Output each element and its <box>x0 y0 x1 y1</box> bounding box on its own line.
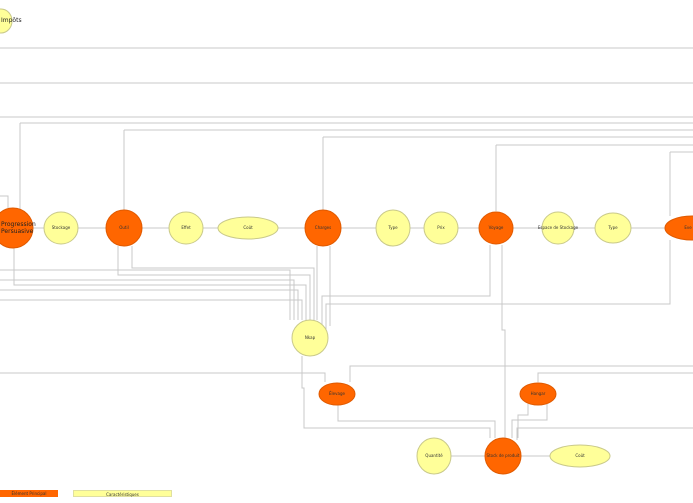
node-effet[interactable]: Effet <box>168 211 204 245</box>
node-label: Eve <box>684 225 692 230</box>
node-type-1[interactable]: Type <box>375 209 411 247</box>
node-elevage[interactable]: Élevage <box>318 382 356 406</box>
node-label: Charges <box>315 225 331 230</box>
node-prix[interactable]: Prix <box>423 211 459 245</box>
node-label: Hangar <box>531 391 546 396</box>
node-progression-label: Progression Persuasive <box>1 221 36 235</box>
node-label: Élevage <box>329 391 345 396</box>
node-top-left-label: Impôts <box>1 17 22 24</box>
node-label: Coût <box>243 225 253 230</box>
node-espace[interactable]: Espace de Stockage <box>538 211 579 245</box>
node-label: Type <box>387 225 398 230</box>
node-label: Stockage <box>52 225 71 230</box>
node-label: Outil <box>119 225 128 230</box>
node-progression[interactable] <box>0 207 34 249</box>
node-nkap[interactable]: Nkap <box>291 319 329 357</box>
node-label: Effet <box>181 225 191 230</box>
node-label: Espace de Stockage <box>538 225 579 230</box>
node-label: Nkap <box>305 335 316 340</box>
node-quantite[interactable]: Quantité <box>416 437 452 475</box>
node-cout-2[interactable]: Coût <box>549 444 611 468</box>
node-type-2[interactable]: Type <box>594 212 632 244</box>
node-label: Prix <box>437 225 445 230</box>
connectors <box>0 47 693 457</box>
node-outil[interactable]: Outil <box>105 209 143 247</box>
legend-characteristic: Caractéristiques <box>73 490 172 497</box>
node-stockage[interactable]: Stockage <box>43 211 79 245</box>
node-voyage[interactable]: Voyage <box>478 211 514 245</box>
node-cout-1[interactable]: Coût <box>217 216 279 240</box>
node-label: Stock de produit <box>487 453 520 458</box>
node-hangar[interactable]: Hangar <box>519 382 557 406</box>
node-label: Coût <box>575 453 585 458</box>
node-stock[interactable]: Stock de produit <box>484 437 522 475</box>
node-top-left[interactable] <box>0 8 13 34</box>
node-label: Voyage <box>489 225 504 230</box>
legend-main: Élément Principal <box>0 490 58 497</box>
node-label: Type <box>607 225 618 230</box>
node-label: Quantité <box>425 453 443 458</box>
node-evenement[interactable]: Eve <box>664 215 693 241</box>
node-charges[interactable]: Charges <box>304 209 342 247</box>
